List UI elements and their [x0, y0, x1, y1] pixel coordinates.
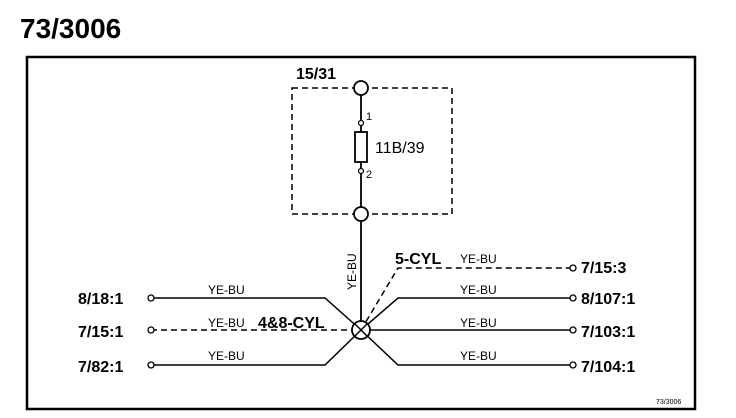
- right-branch-4: 7/104:1 YE-BU: [360, 329, 635, 376]
- wire-color-label: YE-BU: [208, 349, 245, 363]
- wire-color-label: YE-BU: [460, 349, 497, 363]
- left-terminal-label: 7/82:1: [78, 359, 123, 376]
- splice-node-icon: [351, 320, 371, 340]
- four-eight-cyl-label: 4&8-CYL: [258, 315, 325, 332]
- right-branch-2: 8/107:1 YE-BU: [360, 283, 635, 331]
- pin-1-dot: [357, 119, 365, 127]
- wire-color-label: YE-BU: [208, 316, 245, 330]
- left-branch-2: 7/15:1 YE-BU: [78, 316, 361, 341]
- diagram-frame: [25, 55, 697, 411]
- top-connector-circle: [353, 80, 369, 96]
- left-branch-1: 8/18:1 YE-BU: [78, 283, 362, 331]
- component-box: [291, 87, 453, 215]
- right-branch-1: 7/15:3 YE-BU: [360, 252, 626, 331]
- component-label: 11B/39: [375, 140, 425, 157]
- diagram-title: 73/3006: [20, 13, 121, 44]
- left-terminal-label: 8/18:1: [78, 291, 123, 308]
- footer-code: 73/3006: [656, 399, 681, 406]
- left-terminal-label: 7/15:1: [78, 324, 123, 341]
- right-branch-3: 7/103:1 YE-BU: [361, 316, 635, 341]
- wire-color-label: YE-BU: [460, 283, 497, 297]
- pin-1-label: 1: [366, 111, 372, 123]
- wire-color-label: YE-BU: [460, 252, 497, 266]
- right-terminal-label: 7/15:3: [581, 260, 626, 277]
- pin-2-label: 2: [366, 169, 372, 181]
- top-connector-label: 15/31: [296, 66, 336, 83]
- right-terminal-label: 7/104:1: [581, 359, 635, 376]
- right-terminal-label: 7/103:1: [581, 324, 635, 341]
- pin-2-dot: [357, 167, 365, 175]
- five-cyl-label: 5-CYL: [395, 251, 441, 268]
- vertical-wire-color-label: YE-BU: [345, 253, 359, 290]
- wire-color-label: YE-BU: [208, 283, 245, 297]
- right-terminal-label: 8/107:1: [581, 291, 635, 308]
- wire-color-label: YE-BU: [460, 316, 497, 330]
- left-branch-3: 7/82:1 YE-BU: [78, 329, 362, 376]
- bottom-connector-circle: [353, 206, 369, 222]
- fuse-symbol: [354, 131, 368, 163]
